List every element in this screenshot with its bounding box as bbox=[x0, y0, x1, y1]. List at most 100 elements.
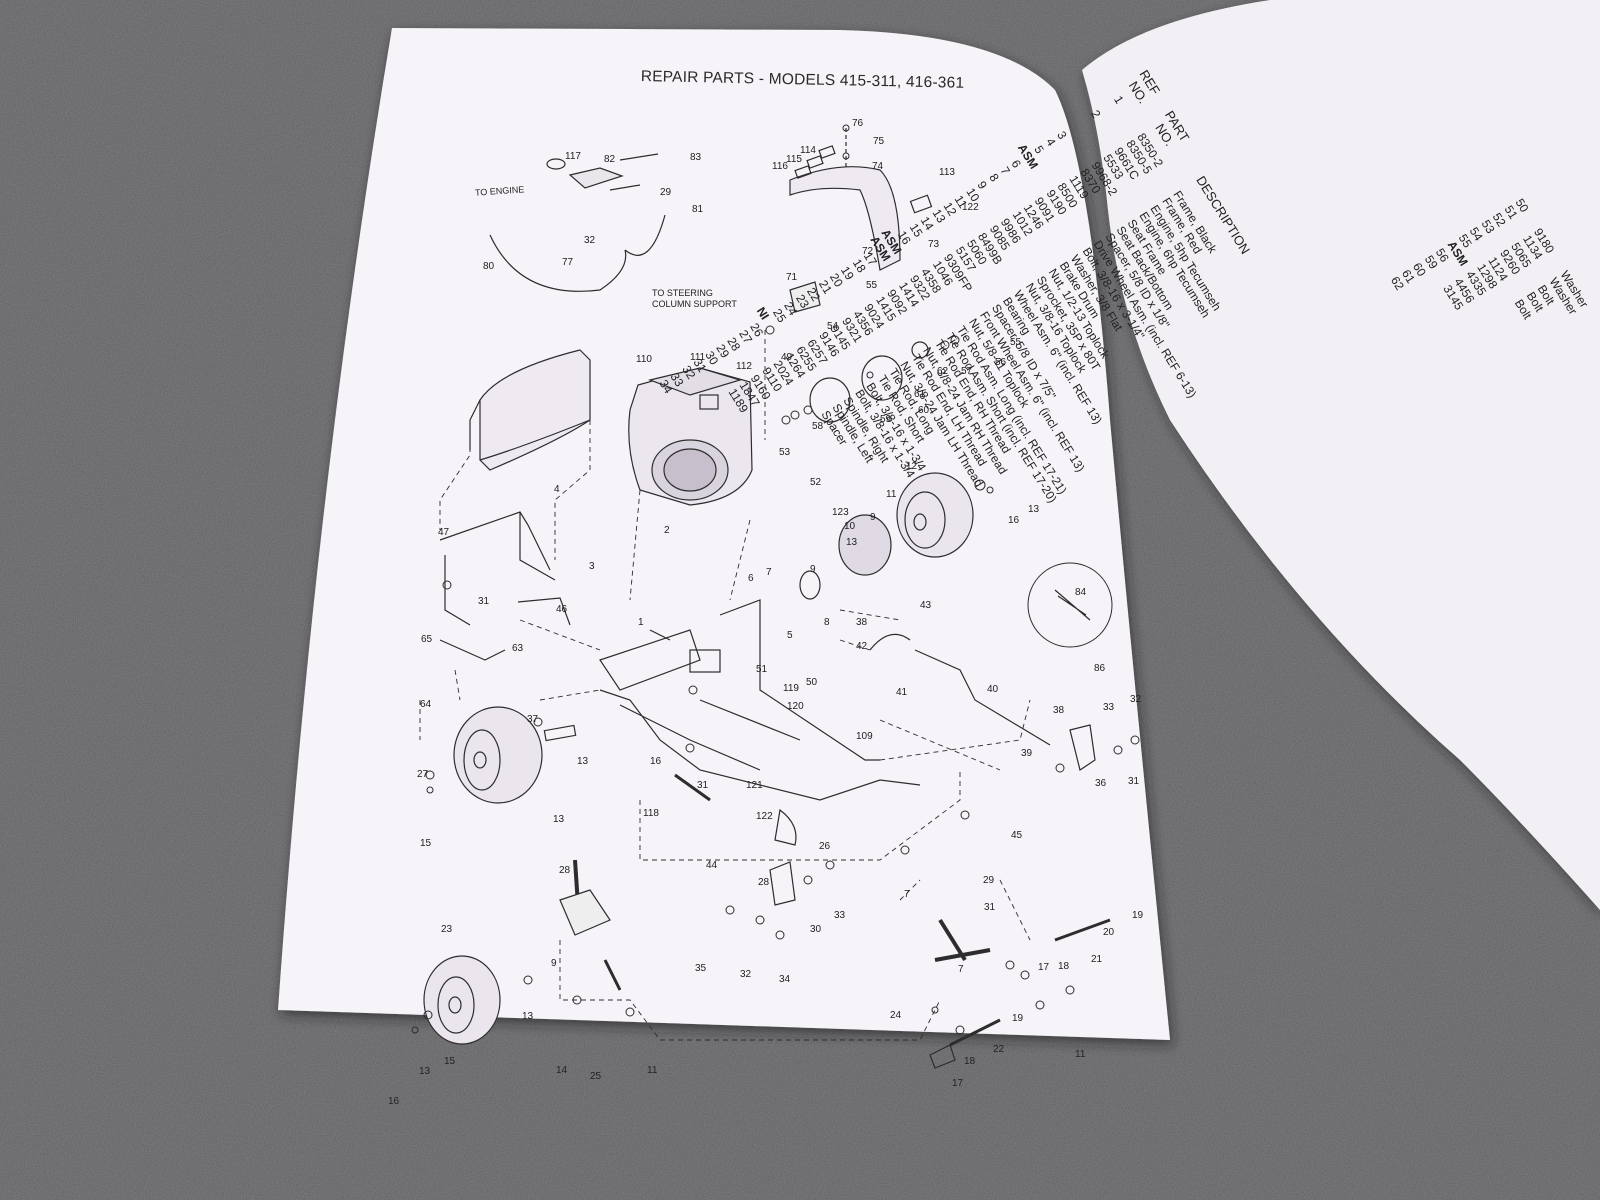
callout-number: 17 bbox=[1038, 962, 1050, 973]
callout-number: 46 bbox=[556, 604, 568, 615]
callout-number: 2 bbox=[664, 525, 670, 536]
callout-number: 59 bbox=[880, 414, 892, 425]
callout-number: 6 bbox=[748, 573, 754, 584]
brake-drum bbox=[861, 355, 903, 401]
callout-number: 31 bbox=[1128, 776, 1140, 787]
callout-number: 47 bbox=[438, 527, 450, 538]
callout-number: 72 bbox=[862, 246, 874, 257]
callout-number: 17 bbox=[952, 1078, 964, 1089]
engine bbox=[628, 367, 753, 506]
callout-number: 31 bbox=[697, 780, 709, 791]
throttle-lever bbox=[568, 167, 624, 189]
callout-number: 23 bbox=[441, 924, 453, 935]
callout-number: 64 bbox=[420, 699, 432, 710]
callout-number: 110 bbox=[636, 354, 652, 365]
callout-number: 86 bbox=[1094, 663, 1106, 674]
callout-number: 122 bbox=[962, 202, 979, 213]
callout-number: 62 bbox=[937, 366, 949, 377]
main-frame bbox=[599, 599, 921, 801]
callout-number: 1 bbox=[638, 617, 644, 628]
callout-number: 115 bbox=[786, 154, 802, 165]
callout-number: 22 bbox=[993, 1044, 1005, 1055]
callout-number: 111 bbox=[690, 352, 706, 363]
callout-number: 32 bbox=[1130, 694, 1142, 705]
callout-number: 5 bbox=[787, 630, 793, 641]
callout-number: 51 bbox=[756, 664, 768, 675]
callout-number: 77 bbox=[562, 257, 574, 268]
callout-number: 15 bbox=[444, 1056, 456, 1067]
callout-number: 80 bbox=[483, 261, 495, 272]
callout-number: 29 bbox=[983, 875, 995, 886]
callout-number: 73 bbox=[928, 239, 940, 250]
tie-rod-short bbox=[1054, 918, 1111, 942]
callout-number: 74 bbox=[872, 161, 884, 172]
callout-number: 122 bbox=[756, 811, 773, 822]
callout-number: 37 bbox=[527, 714, 539, 725]
callout-number: 118 bbox=[643, 808, 659, 819]
callout-number: 42 bbox=[856, 641, 868, 652]
brake-band bbox=[869, 633, 911, 651]
callout-number: 58 bbox=[812, 421, 824, 432]
callout-number: 13 bbox=[419, 1066, 431, 1077]
callout-number: 50 bbox=[806, 677, 818, 688]
callout-number: 7 bbox=[904, 889, 910, 900]
callout-number: 13 bbox=[577, 756, 589, 767]
callout-number: 3 bbox=[589, 561, 595, 572]
callout-number: 15 bbox=[420, 838, 432, 849]
callout-number: 14 bbox=[556, 1065, 568, 1076]
callout-number: 19 bbox=[1132, 910, 1144, 921]
callout-number: 113 bbox=[939, 167, 955, 178]
callout-number: 55 bbox=[866, 280, 878, 291]
callout-number: 109 bbox=[856, 731, 873, 742]
callout-number: 32 bbox=[584, 235, 596, 246]
callout-number: 16 bbox=[650, 756, 662, 767]
callout-number: 119 bbox=[783, 683, 799, 694]
callout-number: 112 bbox=[736, 361, 752, 372]
throttle-cable bbox=[489, 214, 666, 292]
knob-part bbox=[546, 158, 566, 170]
callout-number: 76 bbox=[852, 118, 864, 129]
callout-number: 18 bbox=[1058, 961, 1070, 972]
callout-number: 19 bbox=[1012, 1013, 1024, 1024]
callout-number: 16 bbox=[1008, 515, 1020, 526]
callout-number: 60 bbox=[918, 405, 930, 416]
callout-number: 38 bbox=[856, 617, 868, 628]
callout-number: 84 bbox=[1075, 587, 1087, 598]
callout-number: 121 bbox=[746, 780, 763, 791]
sprocket bbox=[838, 514, 892, 576]
callout-number: 54 bbox=[827, 321, 839, 332]
callout-number: 33 bbox=[1103, 702, 1115, 713]
callout-number: 53 bbox=[779, 447, 791, 458]
callout-number: 9 bbox=[870, 512, 876, 523]
callout-number: 7 bbox=[958, 964, 964, 975]
callout-number: 39 bbox=[1021, 748, 1033, 759]
callout-number: 120 bbox=[787, 701, 804, 712]
callout-number: 71 bbox=[786, 272, 798, 283]
callout-number: 11 bbox=[1075, 1049, 1086, 1060]
callout-number: 36 bbox=[1095, 778, 1107, 789]
callout-number: 56 bbox=[995, 357, 1007, 368]
rear-fender bbox=[789, 166, 901, 271]
seat-frame bbox=[439, 511, 556, 626]
callout-number: 10 bbox=[844, 521, 856, 532]
callout-number: 117 bbox=[565, 151, 581, 162]
callout-number: 25 bbox=[590, 1071, 602, 1082]
note-to-steering-2: COLUMN SUPPORT bbox=[652, 299, 737, 309]
callout-number: 26 bbox=[819, 841, 831, 852]
callout-number: 45 bbox=[1011, 830, 1023, 841]
callout-number: 13 bbox=[522, 1011, 534, 1022]
callout-number: 27 bbox=[417, 769, 429, 780]
callout-number: 11 bbox=[886, 489, 897, 500]
callout-number: 11 bbox=[647, 1065, 658, 1076]
callout-number: 34 bbox=[779, 974, 791, 985]
callout-number: 52 bbox=[810, 477, 822, 488]
right-page bbox=[1082, 0, 1600, 910]
callout-number: 29 bbox=[660, 187, 672, 198]
callout-number: 82 bbox=[604, 154, 616, 165]
callout-number: 40 bbox=[987, 684, 999, 695]
callout-number: 28 bbox=[758, 877, 770, 888]
callout-number: 13 bbox=[1028, 504, 1040, 515]
callout-number: 116 bbox=[772, 161, 788, 172]
callout-number: 16 bbox=[388, 1096, 400, 1107]
